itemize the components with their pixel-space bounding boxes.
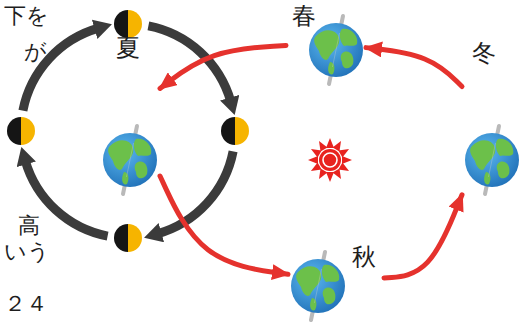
text-fragment: 下を (4, 4, 49, 28)
text-fragment: ２４ (4, 292, 48, 316)
season-node: 秋 (288, 242, 384, 320)
cycle-arrow (23, 28, 99, 110)
orbit-arrow (160, 176, 288, 274)
season-node: 夏 (100, 33, 160, 190)
season-label: 秋 (352, 244, 376, 270)
season-node: 冬 (462, 38, 524, 196)
orbit-arrow (160, 45, 286, 88)
earth-globe (291, 252, 345, 320)
orbit-arrow (384, 195, 462, 278)
season-label: 夏 (116, 35, 140, 61)
orbit-arrow (366, 48, 462, 87)
earth-globe (103, 126, 157, 194)
moon-phase (114, 10, 142, 38)
moon-phase (221, 117, 249, 145)
cycle-arrow (158, 151, 234, 233)
text-fragment: いう (4, 240, 50, 264)
moon-phase (114, 224, 142, 252)
earth-globe (309, 16, 363, 84)
text-fragment: が (24, 40, 47, 64)
moon-phase (7, 117, 35, 145)
phase-cycle (23, 26, 233, 236)
season-node: 春 (286, 2, 366, 84)
cycle-arrow (148, 26, 230, 102)
sun-symbol (308, 138, 352, 182)
text-fragment: 高 (18, 214, 40, 238)
earth-globe (465, 126, 519, 194)
season-label: 春 (292, 3, 316, 29)
season-label: 冬 (472, 40, 496, 66)
